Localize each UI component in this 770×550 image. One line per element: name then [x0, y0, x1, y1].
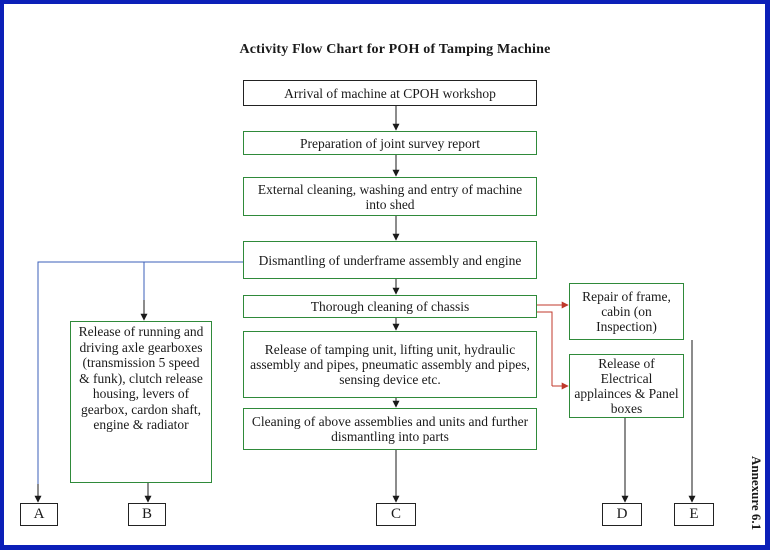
step-arrival: Arrival of machine at CPOH workshop [243, 80, 537, 106]
connector-d: D [602, 503, 642, 526]
connector-lines [34, 105, 696, 503]
branch-line [37, 261, 243, 502]
step-release-running: Release of running and driving axle gear… [70, 321, 212, 483]
connector-a: A [20, 503, 58, 526]
step-chassis: Thorough cleaning of chassis [243, 295, 537, 318]
step-cleaning: External cleaning, washing and entry of … [243, 177, 537, 216]
step-repair-frame: Repair of frame, cabin (on Inspection) [569, 283, 684, 340]
line-chassis-electrical [537, 311, 553, 386]
annexure-label: Annexure 6.1 [749, 456, 764, 531]
step-release-tamping: Release of tamping unit, lifting unit, h… [243, 331, 537, 398]
step-cleaning-assemblies: Cleaning of above assemblies and units a… [243, 408, 537, 450]
step-dismantling: Dismantling of underframe assembly and e… [243, 241, 537, 279]
connector-e: E [674, 503, 714, 526]
connector-c: C [376, 503, 416, 526]
connector-b: B [128, 503, 166, 526]
step-release-electrical: Release of Electrical applainces & Panel… [569, 354, 684, 418]
step-survey: Preparation of joint survey report [243, 131, 537, 155]
chart-title: Activity Flow Chart for POH of Tamping M… [239, 42, 551, 57]
